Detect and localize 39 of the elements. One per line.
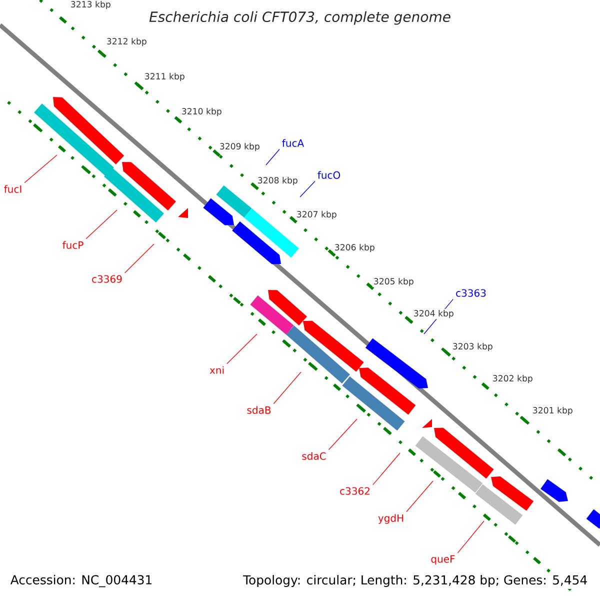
leader-line	[24, 154, 58, 184]
leader-line	[372, 452, 400, 486]
position-label: 3205 kbp	[372, 276, 415, 288]
position-label: 3203 kbp	[451, 342, 494, 352]
footer-text: Topology: circular; Length: 5,231,428 bp; Genes: 5,454	[241, 573, 590, 589]
gene-label: queF	[431, 555, 455, 565]
gene-label: c3362	[340, 487, 370, 495]
leader-line	[226, 334, 258, 364]
leader-line	[457, 520, 484, 554]
position-label: 3210 kbp	[180, 106, 223, 118]
leader-line	[86, 210, 118, 240]
leader-line	[124, 244, 154, 274]
gene-label: fucI	[4, 185, 22, 193]
footer-text: Accession: NC_004431	[10, 574, 152, 588]
leader-line	[273, 372, 302, 404]
gene-label: ygdH	[378, 514, 404, 524]
position-label: 3213 kbp	[69, 0, 112, 10]
title: Escherichia coli CFT073, complete genome	[149, 11, 450, 25]
leader-line	[406, 480, 434, 512]
position-label: 3206 kbp	[333, 242, 376, 254]
position-label: 3202 kbp	[491, 374, 534, 384]
position-label: 3204 kbp	[412, 308, 455, 320]
gene-label: fucP	[62, 241, 84, 249]
gene-label: xni	[210, 366, 224, 374]
position-label: 3207 kbp	[295, 210, 338, 220]
gene-label: fucO	[318, 171, 340, 179]
gene-label: c3363	[456, 289, 486, 297]
leader-line	[328, 418, 358, 450]
position-label: 3212 kbp	[105, 36, 148, 48]
gene-label: fucA	[282, 139, 304, 147]
position-label: 3209 kbp	[218, 142, 261, 152]
leader-line	[300, 180, 316, 198]
position-label: 3211 kbp	[143, 72, 186, 82]
gene-label: c3369	[92, 275, 122, 283]
position-label: 3201 kbp	[531, 406, 574, 416]
position-label: 3208 kbp	[256, 176, 299, 186]
leader-line	[266, 148, 280, 166]
gene-label: sdaB	[247, 406, 271, 414]
gene-label: sdaC	[302, 452, 326, 460]
